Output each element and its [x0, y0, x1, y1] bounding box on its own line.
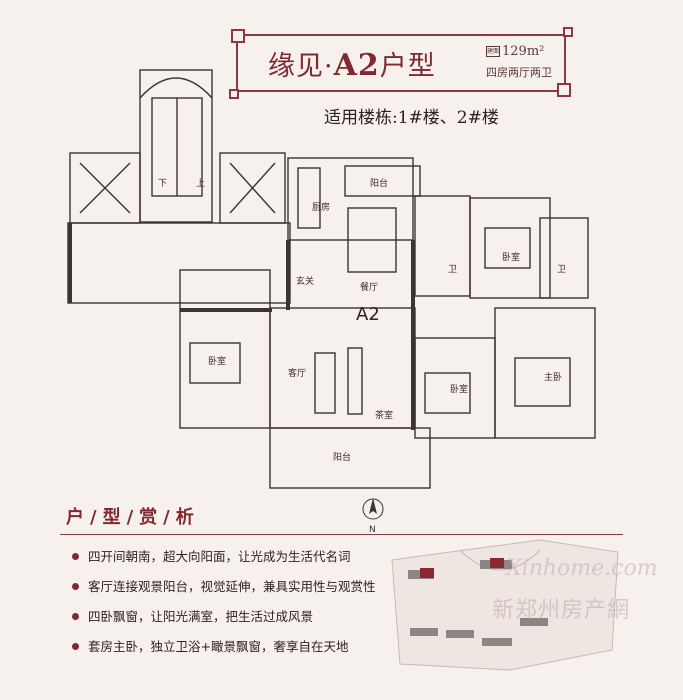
- floor-plan: 阳台 厨房 玄关 餐厅 卫 卧室 卫 卧室 客厅 茶室 卧室 主卧 阳台 下 上…: [60, 58, 620, 538]
- lift-cross: [79, 162, 131, 214]
- label-stair-down: 下: [158, 179, 167, 189]
- floor-plan-drawing: 阳台 厨房 玄关 餐厅 卫 卧室 卫 卧室 客厅 茶室 卧室 主卧 阳台 下 上…: [67, 69, 596, 489]
- label-master-bedroom: 主卧: [544, 371, 562, 383]
- highlight-building: [420, 568, 434, 578]
- page-title: 缘见·A2户型: [268, 48, 436, 83]
- label-dining: 餐厅: [360, 281, 378, 293]
- watermark: 新郑州房产網: [492, 598, 631, 623]
- feature-item: 客厅连接观景阳台，视觉延伸，兼具实用性与观赏性: [72, 578, 376, 608]
- label-bedroom-mid: 卧室: [450, 383, 468, 395]
- bed-master: [514, 357, 571, 407]
- bedroom-top-wall: [469, 197, 551, 299]
- label-living: 客厅: [288, 367, 306, 379]
- frame-corner: [563, 27, 573, 37]
- wall-thick: [286, 240, 290, 310]
- building-block: [446, 630, 474, 638]
- wall-thick: [68, 223, 72, 303]
- sofa: [314, 352, 336, 414]
- building-block: [482, 638, 512, 646]
- wall-thick: [180, 308, 272, 312]
- feature-item: 四开间朝南，超大向阳面，让光成为生活代名词: [72, 548, 376, 578]
- wall-thick: [411, 240, 415, 430]
- label-bedroom-left: 卧室: [208, 355, 226, 367]
- applicable-buildings: 适用楼栋:1#楼、2#楼: [324, 108, 499, 128]
- lift-cross: [229, 162, 276, 214]
- site-map: [390, 530, 620, 680]
- kitchen-counter: [297, 167, 321, 229]
- compass: N: [358, 496, 388, 536]
- stair-core-wall: [139, 69, 213, 223]
- label-balcony-bottom: 阳台: [333, 451, 351, 463]
- balcony-top: [344, 165, 421, 197]
- kitchen-wall: [287, 157, 414, 241]
- label-kitchen: 厨房: [312, 201, 330, 213]
- building-block: [520, 618, 548, 626]
- feature-list: 四开间朝南，超大向阳面，让光成为生活代名词 客厅连接观景阳台，视觉延伸，兼具实用…: [72, 548, 376, 668]
- bedroom-left-wall: [179, 269, 271, 429]
- label-entrance: 玄关: [296, 275, 314, 287]
- north-arrow-icon: N: [362, 498, 384, 535]
- divider: [60, 534, 623, 535]
- title-frame: [231, 29, 571, 97]
- unit-label: A2: [356, 304, 380, 325]
- site-plan-drawing: [391, 539, 619, 671]
- lobby: [67, 222, 291, 304]
- stair-curve: [139, 77, 213, 99]
- layout-label: 四房两厅两卫: [486, 66, 552, 79]
- dining-table: [347, 207, 397, 273]
- label-bath-2: 卫: [557, 265, 566, 275]
- bed-left: [189, 342, 241, 384]
- balcony-bottom: [269, 427, 431, 489]
- label-balcony-top: 阳台: [370, 177, 388, 189]
- building-block: [410, 628, 438, 636]
- bath-1-wall: [414, 195, 471, 297]
- label-stair-up: 上: [196, 178, 205, 189]
- bed-top: [484, 227, 531, 269]
- frame-corner: [229, 89, 239, 99]
- highlight-building: [490, 558, 504, 568]
- bed-mid: [424, 372, 471, 414]
- master-bedroom-wall: [494, 307, 596, 439]
- analysis-title: 户/型/赏/析: [66, 507, 200, 528]
- watermark-script: Xinhome.com: [506, 556, 658, 581]
- label-bedroom-top: 卧室: [502, 251, 520, 263]
- compass-label: N: [369, 525, 376, 535]
- label-bath-1: 卫: [448, 265, 457, 275]
- bath-2-wall: [539, 217, 589, 299]
- feature-item: 套房主卧，独立卫浴+瞰景飘窗，奢享自在天地: [72, 638, 376, 668]
- tv-cabinet: [347, 347, 363, 415]
- label-tea-room: 茶室: [375, 409, 393, 421]
- living-room-wall: [269, 307, 416, 429]
- area-icon: 建面: [486, 46, 500, 57]
- feature-item: 四卧飘窗，让阳光满室，把生活过成风景: [72, 608, 376, 638]
